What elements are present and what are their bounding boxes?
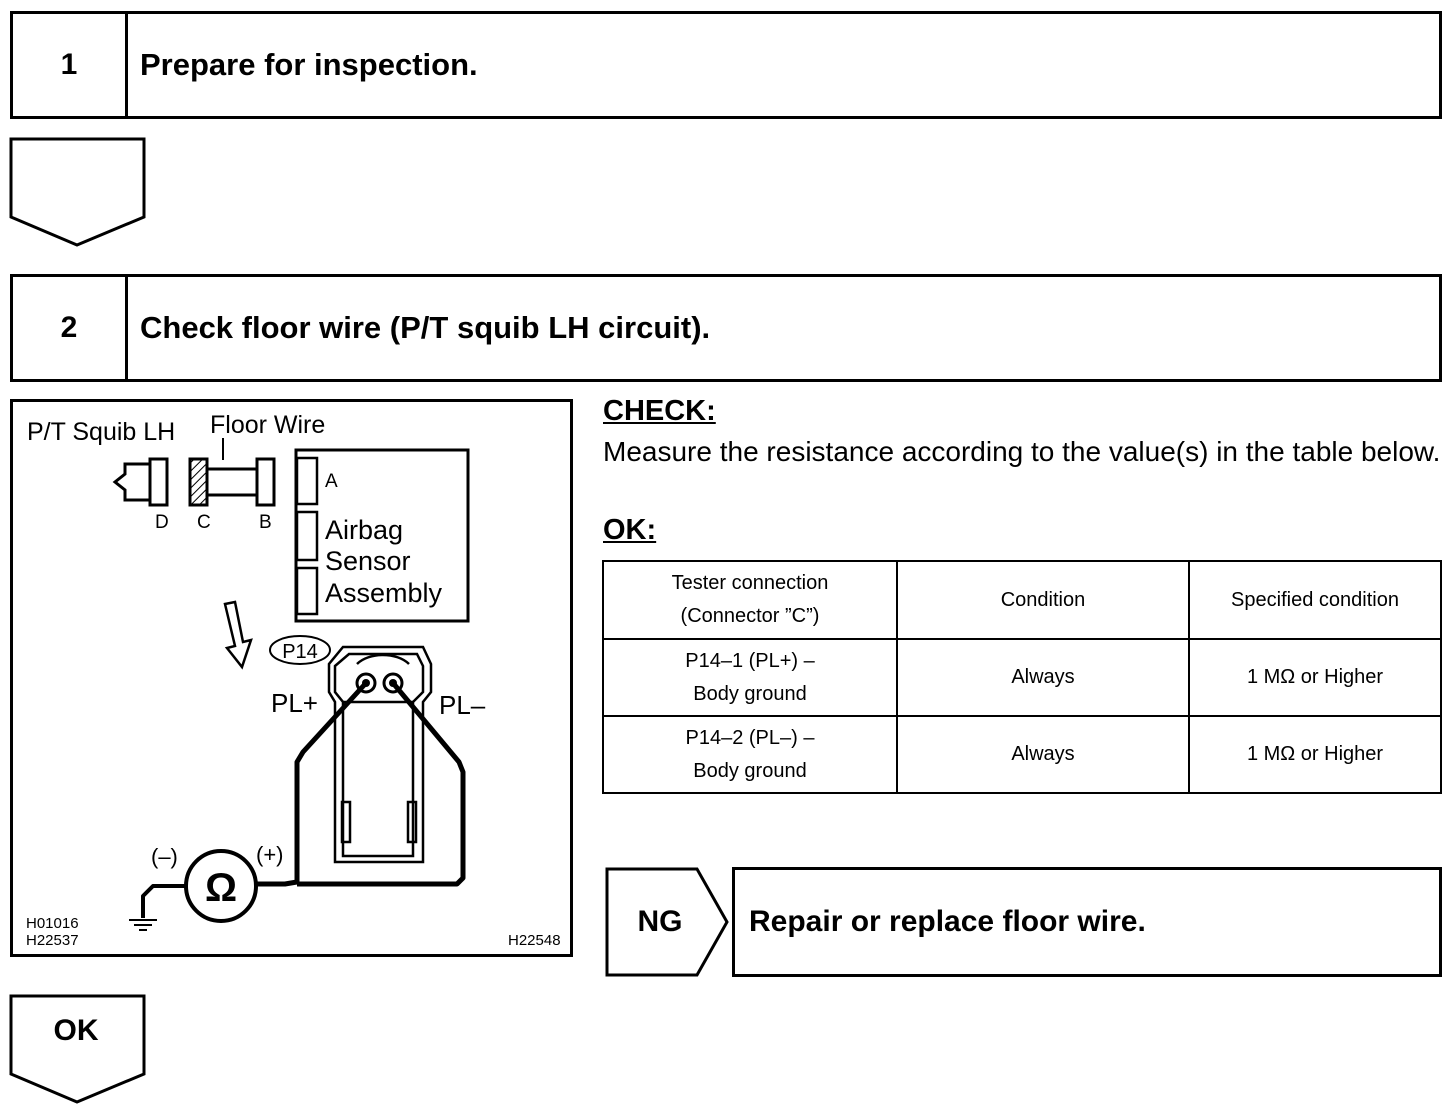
ng-arrow (605, 867, 729, 977)
row-2-spec: 1 MΩ or Higher (1188, 715, 1442, 794)
row-1-connection: P14–1 (PL+) – Body ground (602, 638, 898, 717)
row-2-connection-line-2: Body ground (693, 759, 807, 782)
pl-plus-label: PL+ (271, 688, 318, 718)
ok-label: OK (53, 1014, 99, 1047)
probe-lead-minus (297, 681, 466, 887)
step-2-title: Check floor wire (P/T squib LH circuit). (140, 310, 711, 345)
header-tester-line-2: (Connector ”C”) (680, 605, 820, 627)
sensor-label-2: Sensor (325, 546, 411, 576)
header-specified-condition: Specified condition (1188, 560, 1442, 640)
table-header-row: Tester connection (Connector ”C”) Condit… (602, 560, 1442, 640)
step-1-title: Prepare for inspection. (140, 47, 478, 82)
row-2-condition: Always (896, 715, 1190, 794)
floor-wire-label: Floor Wire (210, 411, 325, 439)
ground-lead (141, 884, 186, 918)
diagram-svg: P/T Squib LH Floor Wire D C B A Airbag S… (26, 411, 561, 949)
ng-action-box: Repair or replace floor wire. (732, 867, 1442, 977)
view-arrow-icon (223, 600, 253, 670)
table-row: P14–1 (PL+) – Body ground Always 1 MΩ or… (602, 638, 1442, 717)
pl-minus-label: PL– (439, 690, 486, 720)
row-1-connection-line-2: Body ground (693, 682, 807, 705)
conn-d-label: D (155, 512, 169, 533)
airbag-sensor-assembly (294, 448, 470, 623)
check-heading: CHECK: (603, 395, 716, 427)
ok-arrow (9, 994, 146, 1104)
spec-table: Tester connection (Connector ”C”) Condit… (602, 560, 1442, 794)
probe-lead-plus (256, 681, 368, 887)
ohmmeter: Ω (184, 849, 258, 923)
sensor-label-1: Airbag (325, 515, 403, 545)
step-2-box: 2 Check floor wire (P/T squib LH circuit… (10, 274, 1442, 382)
header-condition: Condition (896, 560, 1190, 640)
meter-minus-label: (–) (151, 844, 178, 869)
step-2-number: 2 (13, 277, 128, 379)
check-instruction: Measure the resistance according to the … (603, 436, 1441, 467)
row-2-connection-line-1: P14–2 (PL–) – (685, 726, 815, 749)
ok-heading: OK: (603, 514, 657, 546)
flow-arrow-1 (9, 137, 146, 247)
row-1-spec: 1 MΩ or Higher (1188, 638, 1442, 717)
ground-icon (129, 919, 157, 931)
code-h22548: H22548 (508, 932, 561, 949)
wiring-diagram: P/T Squib LH Floor Wire D C B A Airbag S… (10, 399, 573, 957)
code-h22537: H22537 (26, 932, 79, 949)
connector-id-label: P14 (282, 641, 318, 663)
header-tester-line-1: Tester connection (671, 572, 829, 594)
step-1-number: 1 (13, 14, 128, 116)
ng-label: NG (637, 905, 683, 938)
step-1-box: 1 Prepare for inspection. (10, 11, 1442, 119)
ohm-icon: Ω (205, 866, 237, 910)
floor-wire-connector (188, 457, 276, 507)
header-tester-connection: Tester connection (Connector ”C”) (602, 560, 898, 640)
conn-a-label: A (325, 471, 338, 492)
ng-action-text: Repair or replace floor wire. (749, 905, 1146, 938)
sensor-label-3: Assembly (325, 578, 443, 608)
conn-b-label: B (259, 512, 272, 533)
code-h01016: H01016 (26, 915, 79, 932)
squib-label: P/T Squib LH (27, 418, 175, 446)
connector-p14 (327, 645, 433, 864)
row-2-connection: P14–2 (PL–) – Body ground (602, 715, 898, 794)
meter-plus-label: (+) (256, 842, 284, 867)
conn-c-label: C (197, 512, 211, 533)
table-row: P14–2 (PL–) – Body ground Always 1 MΩ or… (602, 715, 1442, 794)
row-1-connection-line-1: P14–1 (PL+) – (685, 649, 815, 672)
squib-connector-d (112, 457, 169, 507)
row-1-condition: Always (896, 638, 1190, 717)
